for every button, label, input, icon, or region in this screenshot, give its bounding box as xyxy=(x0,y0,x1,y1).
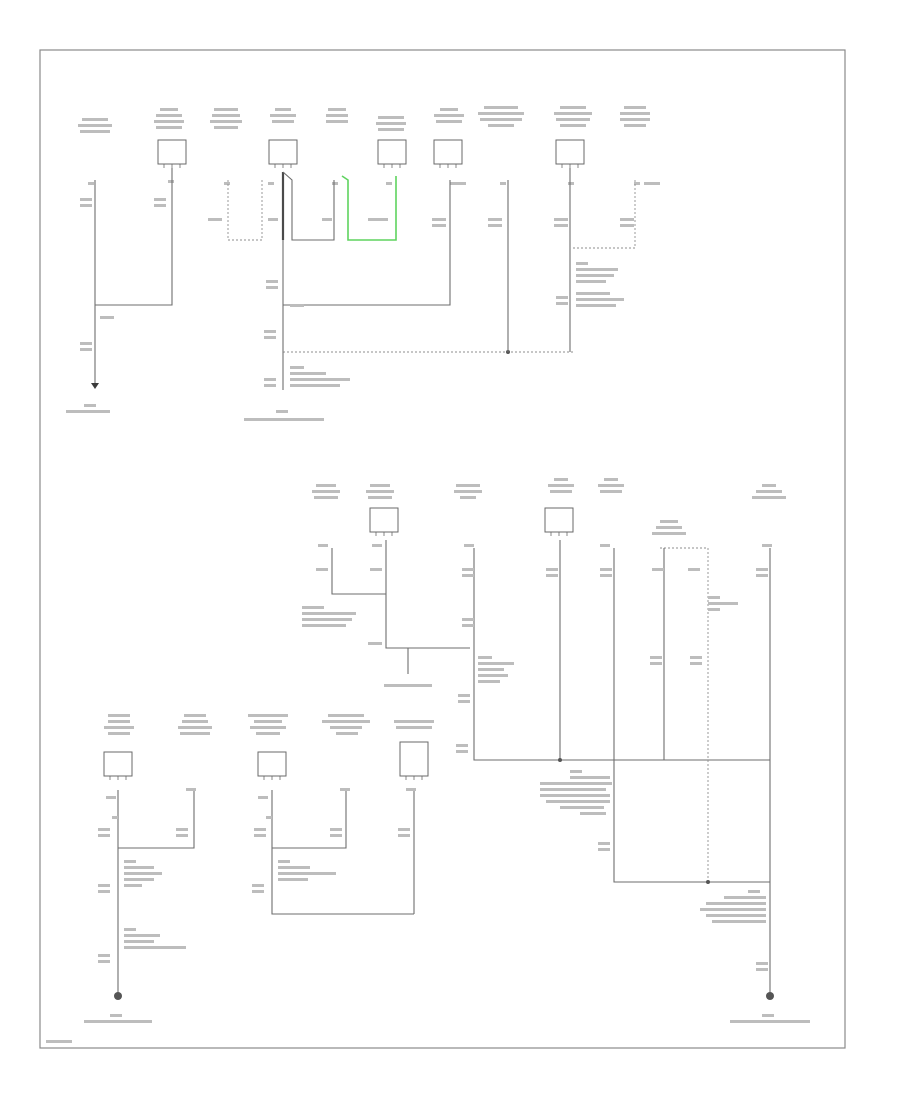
bottom-left-section xyxy=(84,714,434,1023)
top-center-wires xyxy=(208,168,636,421)
bottom-component-labels xyxy=(104,714,434,735)
connector xyxy=(257,751,287,777)
connector xyxy=(268,139,298,165)
connector xyxy=(103,751,133,777)
ground-symbol xyxy=(91,383,99,389)
connector xyxy=(544,507,574,533)
connector xyxy=(555,139,585,165)
connector xyxy=(369,507,399,533)
middle-wires xyxy=(302,540,810,1023)
bottom-connectors xyxy=(103,741,429,780)
top-left-wires xyxy=(66,168,173,413)
connector xyxy=(377,139,407,165)
middle-section xyxy=(302,478,810,1023)
top-connectors xyxy=(157,139,585,168)
top-section xyxy=(66,106,660,421)
footer-code xyxy=(46,1040,72,1043)
connector xyxy=(399,741,429,777)
connector xyxy=(157,139,187,165)
middle-component-labels xyxy=(312,478,786,535)
connector xyxy=(433,139,463,165)
ground-point xyxy=(114,992,122,1000)
top-pin-labels xyxy=(88,180,660,185)
bottom-left-wires xyxy=(84,788,416,1023)
ground-point xyxy=(766,992,774,1000)
page-border xyxy=(39,49,846,1049)
middle-connectors xyxy=(369,507,574,536)
top-component-labels xyxy=(78,106,650,133)
